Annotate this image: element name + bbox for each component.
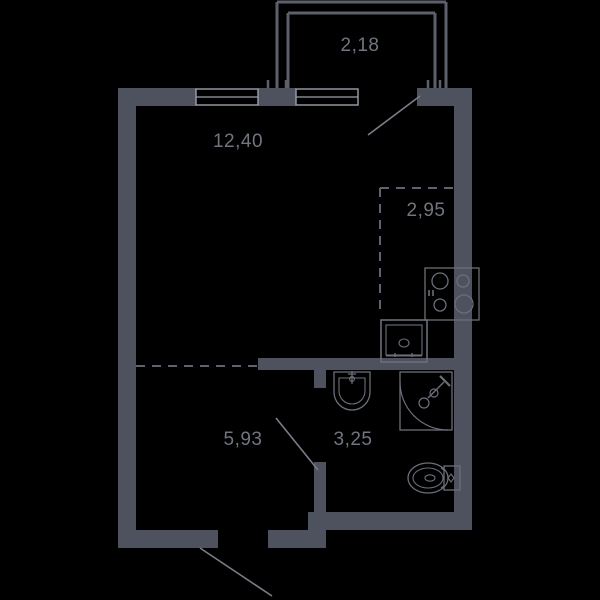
interior-partitions [258,358,456,524]
shower-head-icon [439,375,451,387]
window-mullion-ticks [266,80,442,88]
toilet-flush-button [447,473,455,483]
bathroom-area-label: 3,25 [334,429,373,450]
cooktop [424,267,480,321]
wash-basin-outline [333,371,371,411]
balcony-outer-wall [275,0,448,96]
hall-area-label: 5,93 [224,429,263,450]
wash-basin-faucet-knob [349,376,356,383]
bathroom-door-swing [275,417,319,471]
wash-basin-bowl [338,377,366,405]
toilet [407,462,461,494]
zone-boundaries [136,187,456,367]
shower-curtain-arc [399,381,449,431]
balcony-area-label: 2,18 [341,35,380,56]
kitchen-sink-counter [380,319,428,363]
window-right [295,88,359,106]
living-room-area-label: 12,40 [213,131,263,152]
kitchen-sink [380,319,428,363]
wall-top-left [118,88,196,106]
partition-bathroom-upper [314,358,326,388]
burner-back-right-icon [454,294,474,314]
entrance-door-swing [199,547,273,597]
window-left [195,88,259,106]
cooktop-outline [424,267,480,321]
structural-walls [118,88,472,548]
balcony-door-swing [367,95,421,136]
burner-back-left-icon [433,298,447,312]
partition-bathroom-lower [314,462,326,524]
toilet-cistern [443,465,461,491]
toilet-drain [424,474,436,482]
kitchen-area-label: 2,95 [407,200,446,221]
shower-drain [418,397,430,409]
burner-front-right-icon [456,274,470,288]
wall-bottom-right [308,512,472,530]
wall-bottom-left [118,530,218,548]
kitchen-sink-drain [398,338,410,348]
kitchen-sink-basin [385,324,423,356]
toilet-bowl-inner [412,467,444,489]
balcony-inner-wall [286,11,437,96]
corner-shower [399,371,453,431]
balcony-structure [275,0,448,96]
wall-left-lower [118,368,136,548]
wall-top-mullion [258,88,296,106]
wash-basin [333,371,371,411]
shower-mixer [429,388,439,398]
wall-left-upper [118,88,136,368]
wall-right [454,88,472,520]
burner-front-left-icon [431,272,449,290]
partition-hall-top [258,358,456,370]
shower-tray-outline [399,371,453,431]
toilet-hinge-marks [440,467,445,489]
